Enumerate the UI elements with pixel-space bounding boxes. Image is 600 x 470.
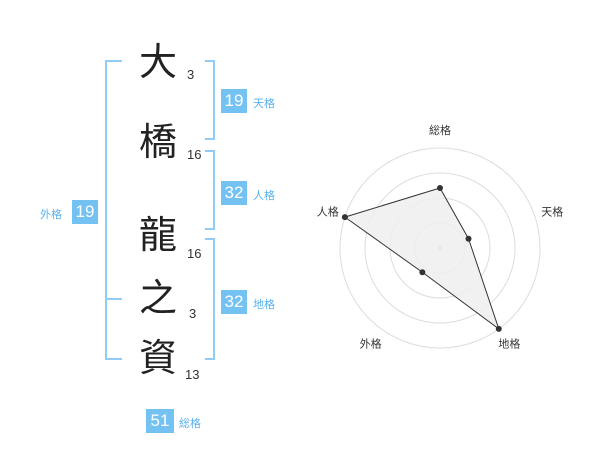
radar-point-2 [465, 235, 472, 242]
jinkaku-value: 32 [221, 181, 247, 205]
soukaku-value: 51 [146, 409, 174, 433]
chikaku-label: 地格 [253, 298, 275, 311]
name-char-1: 大 [138, 40, 177, 84]
radar-point-5 [341, 214, 348, 221]
tenkaku-label: 天格 [253, 97, 275, 110]
radar-point-1 [437, 185, 443, 191]
stroke-count-2: 16 [187, 147, 202, 162]
tenkaku-value: 19 [221, 89, 247, 113]
stroke-count-5: 13 [185, 367, 200, 382]
radar-axis-label-5: 人格 [317, 205, 339, 219]
radar-point-4 [419, 269, 426, 276]
stroke-count-3: 16 [187, 246, 202, 261]
gaikaku-value: 19 [72, 200, 98, 224]
radar-axis-label-3: 地格 [498, 336, 520, 350]
name-char-4: 之 [138, 276, 177, 320]
name-char-5: 資 [138, 336, 177, 380]
chikaku-value: 32 [221, 290, 247, 314]
name-char-3: 龍 [138, 213, 177, 257]
radar-point-3 [495, 325, 502, 332]
radar-axis-label-4: 外格 [360, 336, 382, 350]
radar-series-area [343, 187, 500, 331]
stroke-count-4: 3 [189, 306, 197, 321]
radar-axis-label-2: 天格 [541, 205, 563, 219]
radar-axis-label-1: 総格 [429, 123, 451, 137]
radar-ring-4 [339, 147, 541, 349]
jinkaku-label: 人格 [253, 189, 275, 202]
soukaku-label: 総格 [179, 417, 201, 430]
stroke-count-1: 3 [187, 67, 195, 82]
gaikaku-label: 外格 [40, 208, 62, 221]
name-char-2: 橋 [138, 120, 177, 164]
radar-ring-3 [364, 172, 516, 324]
